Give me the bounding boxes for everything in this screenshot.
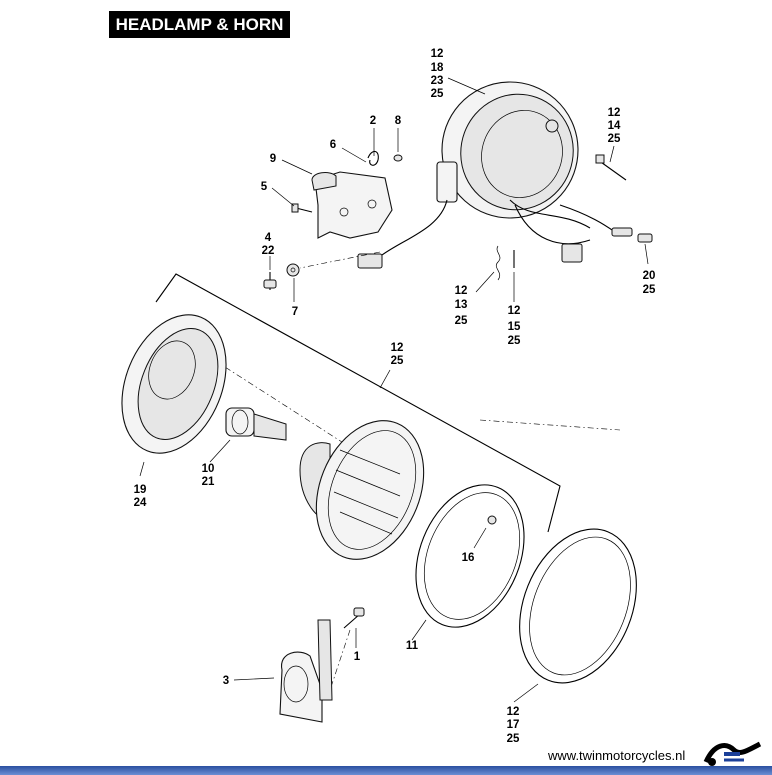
callout-2: 2 [370,115,376,127]
bracket-hardware [263,150,403,290]
svg-text:19: 19 [134,484,147,496]
svg-text:12: 12 [431,48,444,60]
svg-text:12: 12 [507,706,520,718]
svg-text:25: 25 [643,284,656,296]
adjusting-screw [495,154,627,281]
callout-9: 9 [270,153,276,165]
svg-text:12: 12 [608,107,621,119]
svg-text:2: 2 [370,115,376,127]
callout-12-15-25: 12 15 25 [508,305,521,347]
svg-text:25: 25 [455,315,468,327]
footer-bar [0,766,772,775]
svg-text:12: 12 [391,342,404,354]
sealed-beam-lens [299,420,425,560]
trim-ring-outer [519,528,637,684]
callout-12-17-25: 12 17 25 [507,706,520,745]
callout-20-25: 20 25 [643,270,656,296]
mounting-bracket [311,171,393,239]
trim-ring-inner [415,484,525,628]
callout-6: 6 [330,139,336,151]
svg-text:11: 11 [406,640,419,652]
svg-text:9: 9 [270,153,276,165]
svg-text:7: 7 [292,306,298,318]
svg-text:12: 12 [508,305,521,317]
callout-1: 1 [354,651,361,663]
callout-7: 7 [292,306,298,318]
callout-12-25: 12 25 [391,342,404,367]
callout-5: 5 [261,181,268,193]
callout-12-14-25: 12 14 25 [608,107,621,145]
svg-text:4: 4 [265,232,272,244]
svg-text:25: 25 [431,88,444,100]
svg-text:14: 14 [608,120,621,132]
callout-3: 3 [223,675,229,687]
callout-11: 11 [406,640,419,652]
svg-text:20: 20 [643,270,656,282]
svg-text:5: 5 [261,181,268,193]
svg-text:8: 8 [395,115,402,127]
leader-lines [139,77,649,703]
headlamp-bulb [225,407,287,441]
svg-text:23: 23 [431,75,444,87]
svg-text:6: 6 [330,139,336,151]
svg-text:25: 25 [507,733,520,745]
callout-8: 8 [395,115,402,127]
callout-4-22: 4 22 [262,232,275,257]
horn [279,607,365,723]
headlamp-mounting-ring [121,314,227,454]
callout-19-24: 19 24 [134,484,147,509]
twin-motorcycles-logo-icon [703,741,762,766]
svg-text:25: 25 [391,355,404,367]
svg-text:25: 25 [508,335,521,347]
svg-text:25: 25 [608,133,621,145]
svg-text:21: 21 [202,476,215,488]
svg-text:16: 16 [462,552,475,564]
svg-text:10: 10 [202,463,215,475]
callout-12-13-25: 12 13 25 [455,285,468,327]
callout-16: 16 [462,552,475,564]
headlamp-housing [436,81,579,219]
callout-10-21: 10 21 [202,463,215,488]
svg-text:12: 12 [455,285,468,297]
page-title: HEADLAMP & HORN [109,11,290,38]
svg-text:18: 18 [431,62,444,74]
svg-text:22: 22 [262,245,275,257]
website-link[interactable]: www.twinmotorcycles.nl [548,748,686,763]
svg-text:24: 24 [134,497,147,509]
wiring-harness [357,199,653,269]
svg-text:13: 13 [455,299,468,311]
svg-text:3: 3 [223,675,229,687]
svg-text:1: 1 [354,651,361,663]
callout-12-18-23-25: 12 18 23 25 [431,48,444,100]
svg-text:15: 15 [508,321,521,333]
svg-text:17: 17 [507,719,520,731]
